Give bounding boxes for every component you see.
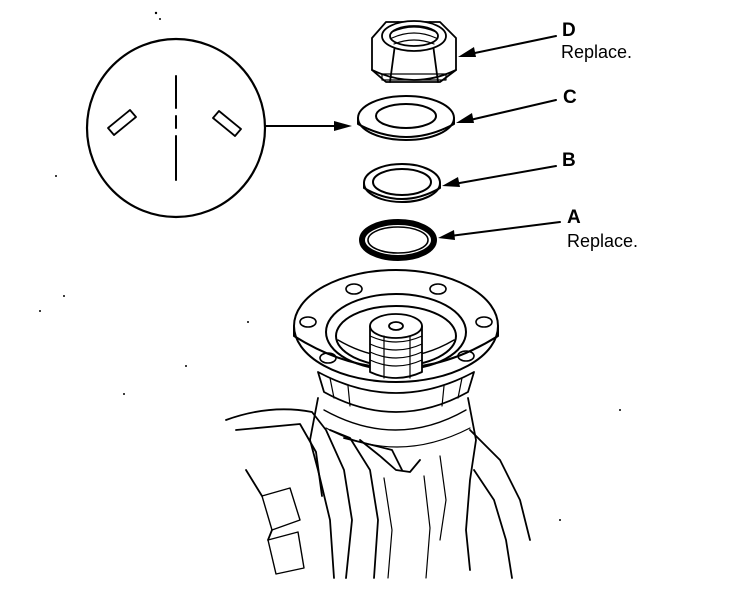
label-a-note: Replace. (567, 231, 639, 251)
label-c-letter: C (563, 87, 577, 108)
part-d-flange-nut (371, 20, 457, 83)
label-a-letter: A (567, 207, 581, 228)
label-b-letter: B (562, 150, 576, 171)
part-a-o-ring (359, 219, 437, 261)
part-b-ring (363, 163, 441, 203)
leader-line-a (438, 221, 561, 240)
detail-tab-left (107, 109, 137, 136)
detail-leader-arrow (264, 121, 352, 131)
threaded-shaft (369, 313, 423, 379)
leader-line-b (442, 165, 557, 187)
label-d-note: Replace. (561, 42, 633, 62)
detail-tab-right (212, 110, 242, 137)
flange-bolt-holes (299, 283, 493, 364)
part-c-washer (357, 95, 455, 141)
leader-line-d (458, 35, 557, 57)
detail-view-circle (85, 37, 267, 219)
label-d-letter: D (562, 20, 576, 41)
scan-speckles (39, 11, 621, 521)
hub-housing-body (225, 371, 531, 579)
leader-line-c (456, 99, 557, 123)
